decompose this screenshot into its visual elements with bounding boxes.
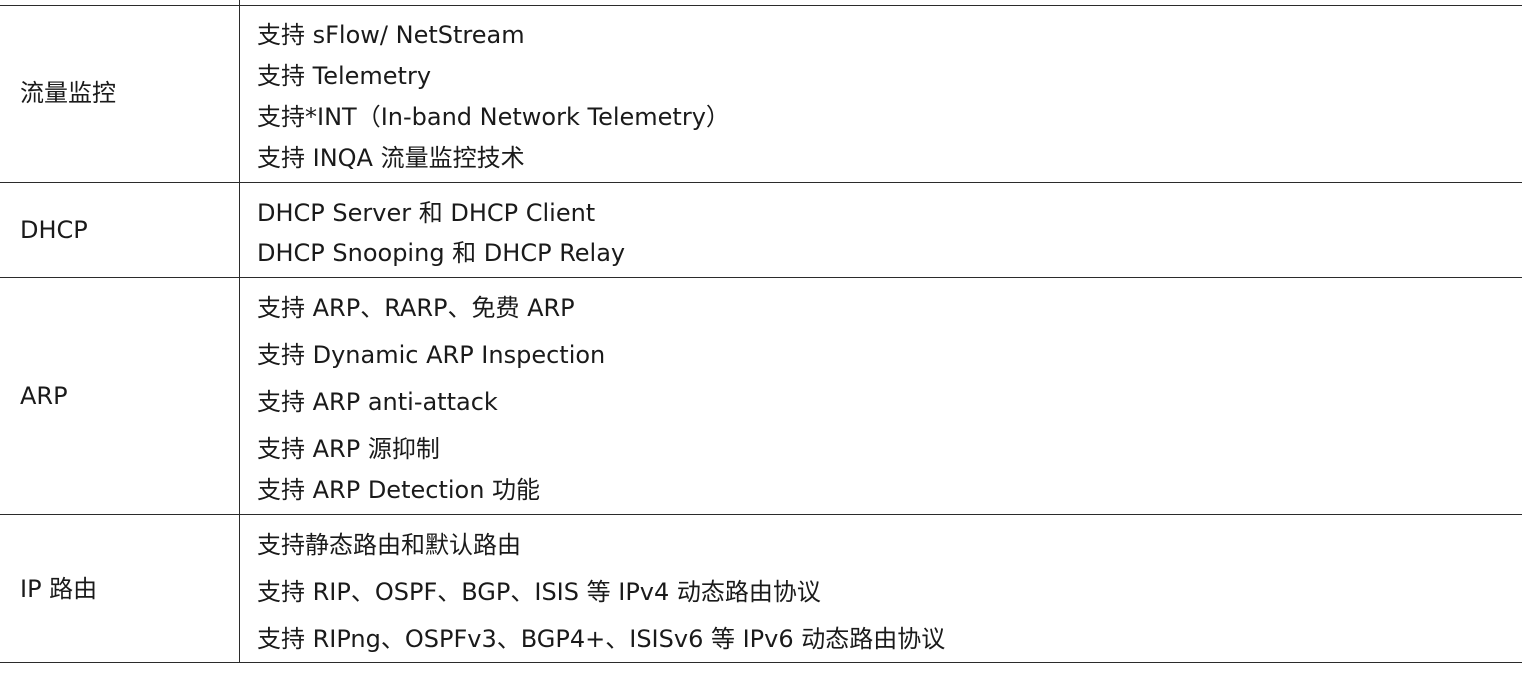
row-value-line: 支持 Dynamic ARP Inspection [257, 341, 606, 369]
row-value-line: 支持 INQA 流量监控技术 [257, 144, 525, 172]
table-border-bottom [0, 662, 1522, 663]
row-value-line: DHCP Server 和 DHCP Client [257, 199, 596, 227]
row-value-line: 支持 ARP Detection 功能 [257, 476, 541, 504]
column-divider [239, 0, 240, 663]
table-border-top [0, 5, 1522, 6]
row-value-line: 支持 RIPng、OSPFv3、BGP4+、ISISv6 等 IPv6 动态路由… [257, 625, 946, 653]
row-value-line: 支持 ARP、RARP、免费 ARP [257, 294, 575, 322]
row-value-line: 支持静态路由和默认路由 [257, 531, 521, 559]
row-value-line: 支持 Telemetry [257, 62, 432, 90]
row-value-line: 支持 RIP、OSPF、BGP、ISIS 等 IPv4 动态路由协议 [257, 578, 821, 606]
row-label-ip-routing: IP 路由 [20, 575, 98, 603]
row-label-dhcp: DHCP [20, 216, 88, 244]
row-divider [0, 182, 1522, 183]
row-value-line: 支持 sFlow/ NetStream [257, 21, 525, 49]
row-divider [0, 277, 1522, 278]
row-value-line: 支持 ARP 源抑制 [257, 435, 440, 463]
row-divider [0, 514, 1522, 515]
row-value-line: 支持 ARP anti-attack [257, 388, 498, 416]
row-label-traffic-monitoring: 流量监控 [20, 79, 116, 107]
row-value-line: DHCP Snooping 和 DHCP Relay [257, 239, 626, 267]
row-value-line: 支持*INT（In-band Network Telemetry） [257, 103, 730, 131]
row-label-arp: ARP [20, 382, 68, 410]
